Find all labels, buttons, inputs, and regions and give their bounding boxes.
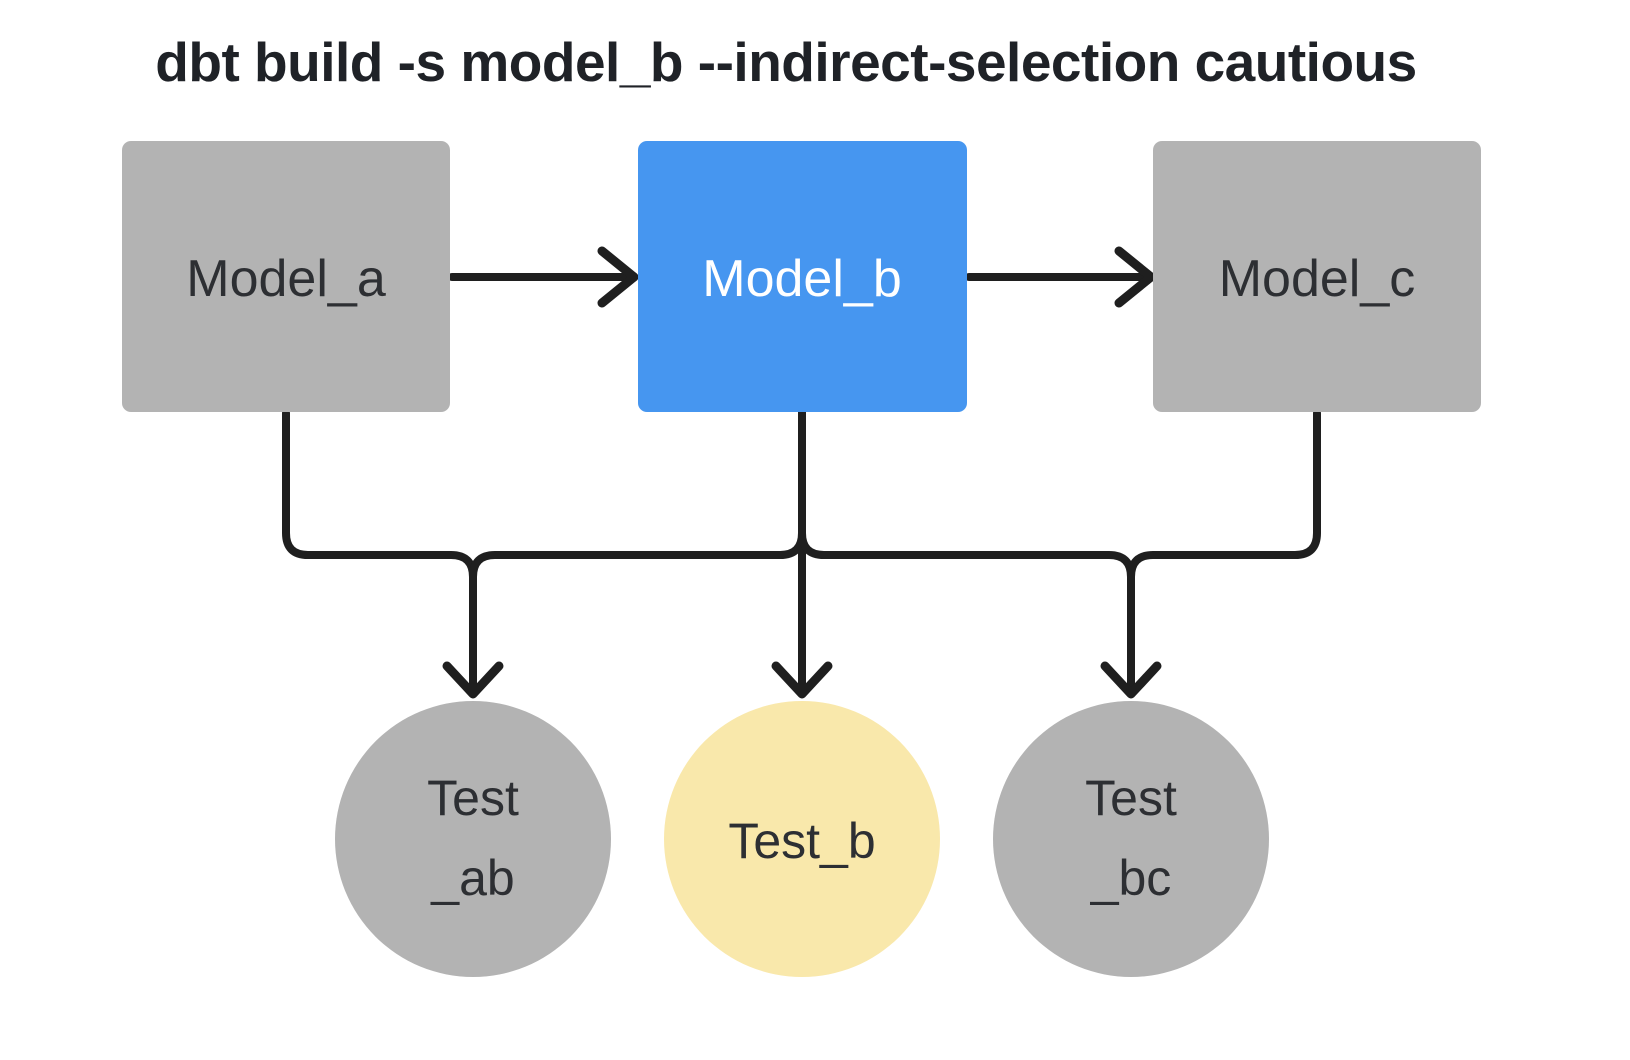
node-test-ab-label-line1: Test: [427, 770, 519, 826]
node-test-ab-label-line2: _ab: [430, 850, 514, 906]
node-model-b-selected: [638, 141, 967, 412]
node-model-a: [122, 141, 450, 412]
arrowhead-down-icon: [771, 661, 833, 699]
diagram-title: dbt build -s model_b --indirect-selectio…: [155, 31, 1416, 93]
edge-group: [282, 246, 1321, 699]
edge-model-a-to-test-ab: [282, 409, 477, 694]
edge-model-c-to-test-bc: [1127, 409, 1321, 694]
node-test-bc-label-line2: _bc: [1090, 850, 1172, 906]
node-test-b-label: Test_b: [728, 813, 875, 869]
edge-model-b-to-test-ab: [469, 409, 806, 694]
node-test-ab: [335, 701, 611, 977]
arrowhead-down-icon: [442, 661, 504, 699]
node-model-b-label: Model_b: [702, 250, 901, 308]
node-test-bc: [993, 701, 1269, 977]
node-model-a-label: Model_a: [186, 250, 386, 308]
node-test-b-indirect: [664, 701, 940, 977]
edge-model-b-to-test-bc: [798, 409, 1135, 694]
node-test-bc-label-line1: Test: [1085, 770, 1177, 826]
arrowhead-right-icon: [597, 246, 639, 308]
arrowhead-right-icon: [1114, 246, 1156, 308]
node-model-c-label: Model_c: [1219, 250, 1416, 308]
arrowhead-down-icon: [1100, 661, 1162, 699]
node-model-c: [1153, 141, 1481, 412]
